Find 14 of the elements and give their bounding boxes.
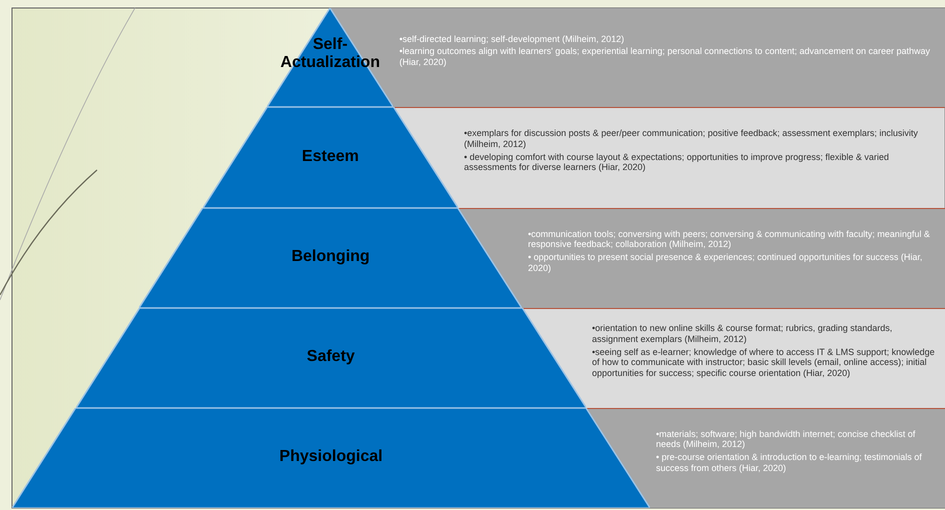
bullet-text: •learning outcomes align with learners' goals; experiential learning; personal connections to content; advancement on career pathway (Hiar, 2020) (399, 46, 932, 68)
level-label: Safety (306, 348, 356, 366)
bullet-text: • pre-course orientation & introduction to e-learning; testimonials of success from others (Hiar, 2020) (656, 452, 923, 474)
bullet-text: • developing comfort with course layout & expectations; opportunities to improve progress; flexible & varied assessments for diverse learners (Hiar, 2020) (464, 152, 890, 174)
level-label: Belonging (290, 248, 371, 266)
bullet-text: • opportunities to present social presence & experiences; continued opportunities for success (Hiar, 2020) (528, 252, 924, 274)
level-label: Physiological (278, 448, 384, 466)
bullet-text: •materials; software; high bandwidth internet; concise checklist of needs (Milheim, 2012) (656, 428, 916, 450)
bullet-text: •orientation to new online skills & course format; rubrics, grading standards, assignment exemplars (Milheim, 2012) (592, 323, 894, 345)
bullet-text: •communication tools; conversing with peers; conversing & communicating with faculty; meaningful & responsive feedback; collaboration (Milheim, 2012) (528, 228, 931, 250)
bullet-text: •seeing self as e-learner; knowledge of where to access IT & LMS support; knowledge of how to communicate with instructor; basic skill levels (email, online access); initial opportunities for success; specific course orientation (Hiar, 2020) (592, 346, 936, 379)
level-label: Esteem (300, 148, 360, 166)
bullet-text: •self-directed learning; self-development (Milheim, 2012) (399, 34, 626, 44)
bullet-text: •exemplars for discussion posts & peer/peer communication; positive feedback; assessment exemplars; inclusivity (Milheim, 2012) (464, 128, 919, 150)
